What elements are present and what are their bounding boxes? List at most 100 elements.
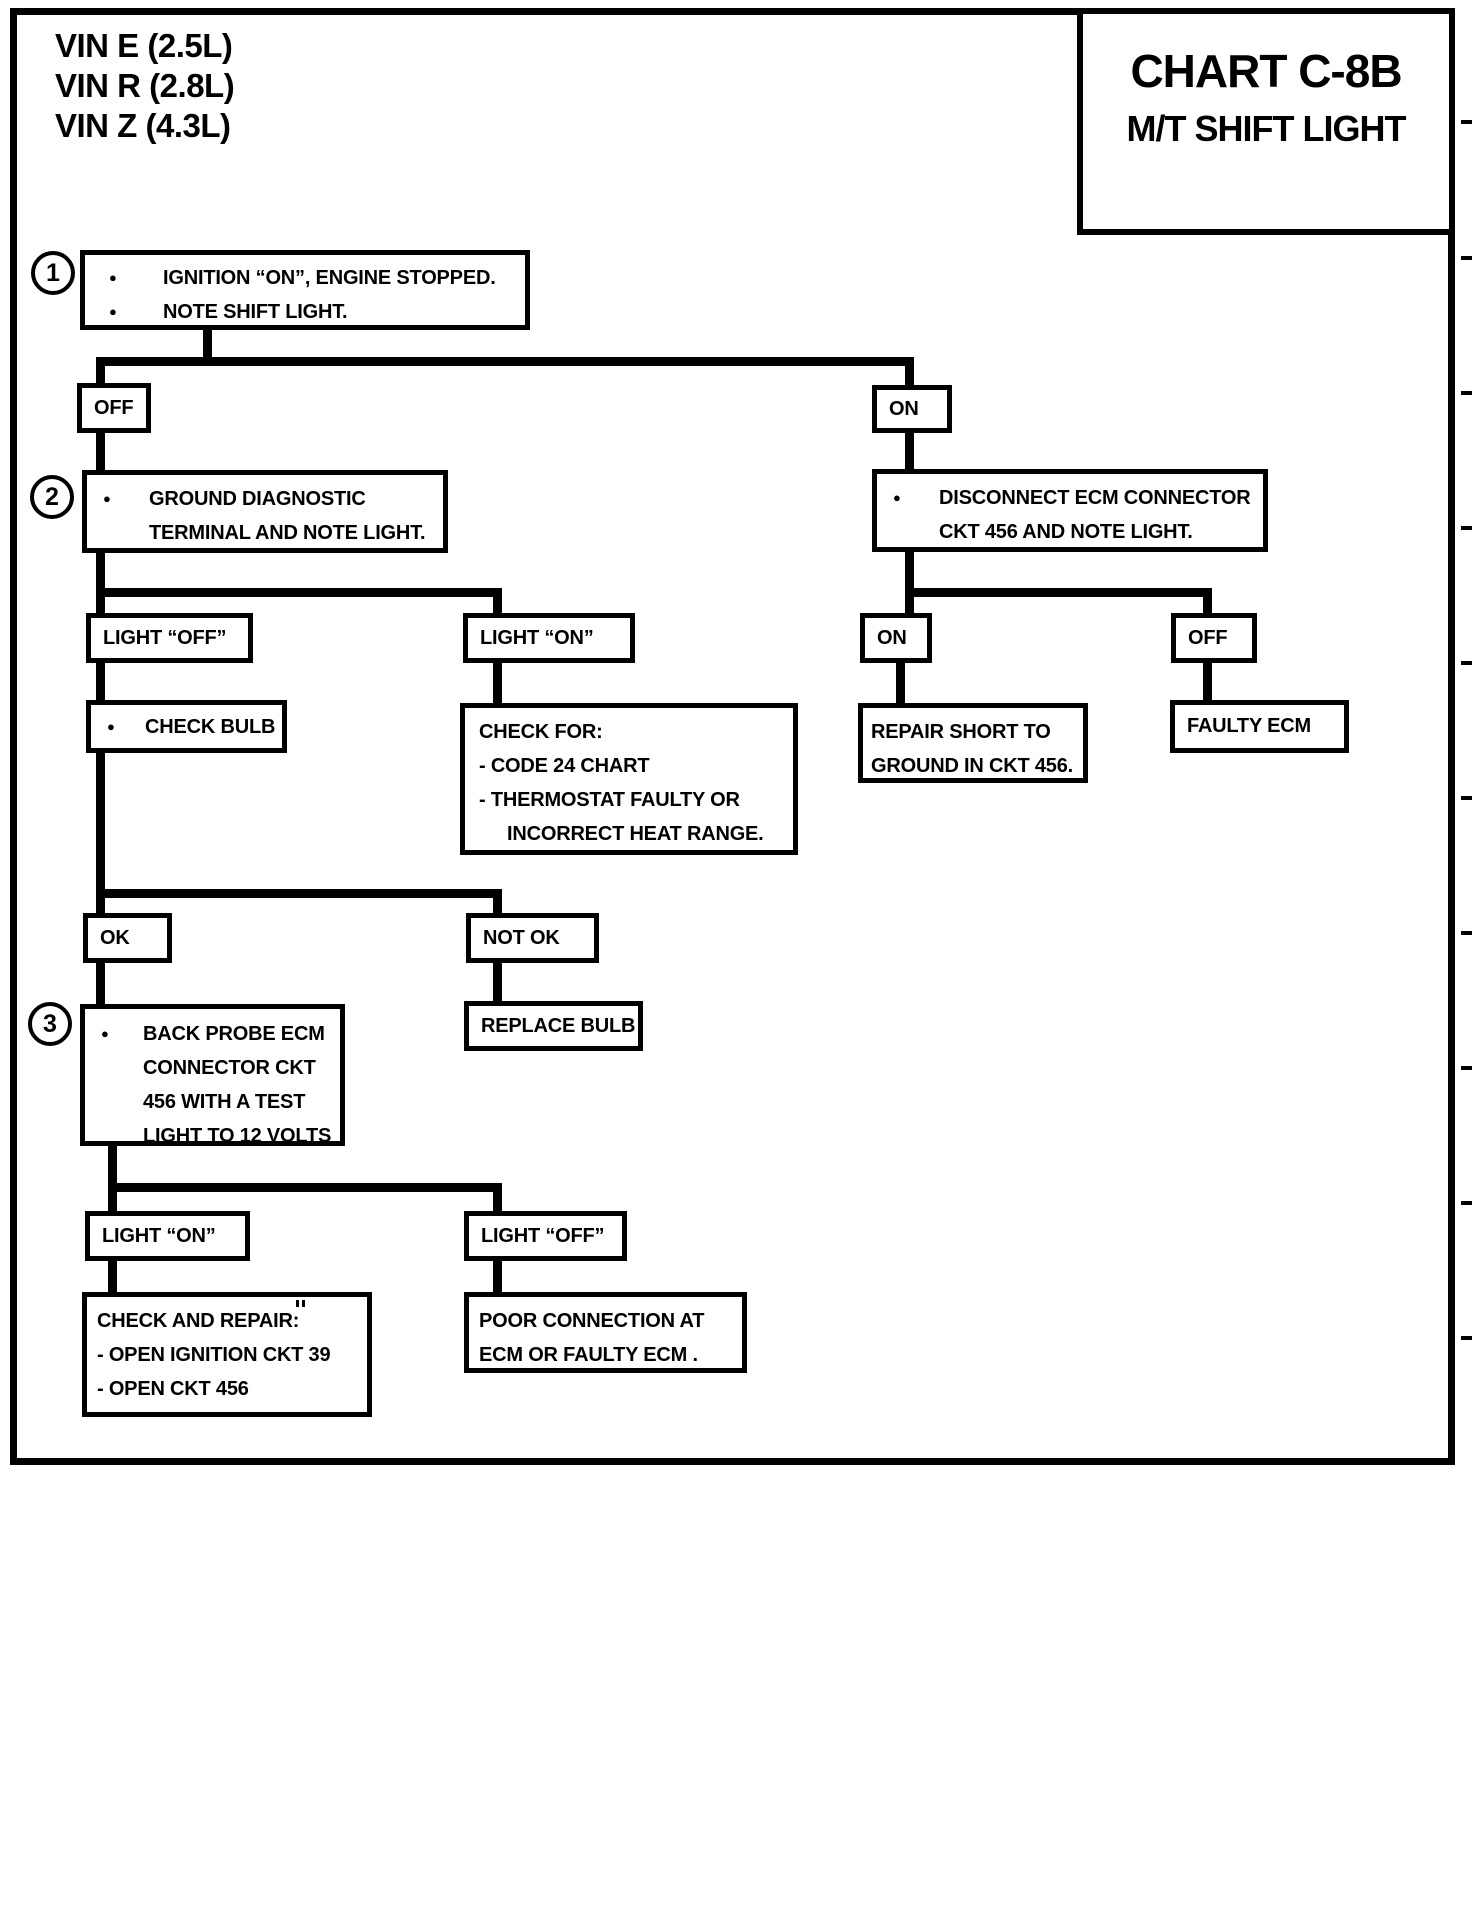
flow-node-ground-diagnostic: ● GROUND DIAGNOSTIC TERMINAL AND NOTE LIG… [82,470,448,553]
node-text: CHECK FOR: [479,721,603,743]
page-subtitle: M/T SHIFT LIGHT [1126,108,1407,149]
node-text: 456 WITH A TEST [143,1091,306,1113]
node-text: IGNITION “ON”, ENGINE STOPPED. [163,267,496,289]
node-text: TERMINAL AND NOTE LIGHT. [149,522,426,544]
node-text: CHECK BULB [145,716,276,738]
flow-connector [108,1259,117,1294]
page-title: CHART C-8B [1130,45,1402,97]
bullet-icon: ● [109,304,117,319]
step-number: 2 [45,482,59,511]
flow-connector [493,1259,502,1294]
node-text: INCORRECT HEAT RANGE. [507,823,764,845]
flow-node-ok: OK [83,913,172,963]
flow-connector [493,889,502,915]
flow-connector [905,588,1212,597]
vin-line: VIN E (2.5L) [55,27,233,64]
flow-node-ecm-on: ON [860,613,932,663]
flow-connector [108,1183,502,1192]
vin-line: VIN R (2.8L) [55,67,235,104]
scan-tick-mark [1461,120,1472,124]
flow-node-faulty-ecm: FAULTY ECM [1170,700,1349,753]
scan-tick-mark [1461,796,1472,800]
node-text: BACK PROBE ECM [143,1023,325,1045]
flow-connector [108,1144,117,1213]
node-text: REPAIR SHORT TO [871,721,1051,743]
node-text: LIGHT “OFF” [481,1224,605,1247]
bullet-icon: ● [107,719,115,734]
node-text: REPLACE BULB [481,1014,636,1037]
node-text: OFF [1188,626,1228,649]
node-text: - THERMOSTAT FAULTY OR [479,789,740,811]
flow-connector [96,961,105,1006]
step-number: 1 [46,258,60,287]
node-text: GROUND IN CKT 456. [871,755,1073,777]
flow-connector [905,550,914,615]
flow-node-disconnect-ecm: ● DISCONNECT ECM CONNECTOR CKT 456 AND NO… [872,469,1268,552]
node-text: LIGHT “ON” [102,1224,216,1247]
flow-connector [96,551,105,615]
vin-line: VIN Z (4.3L) [55,107,231,144]
node-text: NOTE SHIFT LIGHT. [163,301,348,323]
node-text: - CODE 24 CHART [479,755,650,777]
bullet-icon: ● [893,490,901,505]
flow-node-check-for: CHECK FOR: - CODE 24 CHART - THERMOSTAT … [460,703,798,855]
flow-node-back-probe: ●BACK PROBE ECM CONNECTOR CKT 456 WITH A… [80,1004,345,1147]
node-text: LIGHT “ON” [480,626,594,649]
node-text: OK [100,926,130,949]
node-text: FAULTY ECM [1187,715,1311,737]
node-text: OFF [94,396,134,419]
flow-connector [96,661,105,702]
flow-connector [896,661,905,705]
flow-connector [493,661,502,705]
flow-node-not-ok: NOT OK [466,913,599,963]
flow-connector [96,889,502,898]
node-text: ON [889,397,919,420]
scan-tick-mark [1461,931,1472,935]
flow-connector [493,1183,502,1213]
bullet-icon: ● [103,491,111,506]
flow-connector [96,431,105,472]
flow-node-light-on-2: LIGHT “ON” [85,1211,250,1261]
node-text: GROUND DIAGNOSTIC [149,488,366,510]
chart-title-box: CHART C-8B M/T SHIFT LIGHT [1077,8,1455,235]
flow-node-shift-light-on: ON [872,385,952,433]
flow-node-check-bulb: ● CHECK BULB [86,700,287,753]
flow-connector [1203,588,1212,615]
scan-tick-mark [1461,1201,1472,1205]
node-text: LIGHT “OFF” [103,626,227,649]
flow-connector [493,588,502,615]
step-number: 3 [43,1009,57,1038]
flow-node-repair-short: REPAIR SHORT TO GROUND IN CKT 456. [858,703,1088,783]
flow-node-replace-bulb: REPLACE BULB [464,1001,643,1051]
node-text: ECM OR FAULTY ECM . [479,1344,698,1366]
flow-connector [1203,661,1212,702]
flow-node-light-on-1: LIGHT “ON” [463,613,635,663]
flow-connector [96,357,105,385]
node-text: DISCONNECT ECM CONNECTOR [939,487,1251,509]
node-text: NOT OK [483,926,560,949]
flow-connector [96,751,105,915]
node-text: CHECK AND REPAIR: [97,1310,300,1332]
node-text: CKT 456 AND NOTE LIGHT. [939,521,1193,543]
step-marker-1: 1 [31,251,75,295]
node-text: ON [877,626,907,649]
bullet-icon: ● [101,1026,109,1041]
scan-speck [296,1300,299,1307]
node-text: POOR CONNECTION AT [479,1310,705,1332]
flow-node-light-off-1: LIGHT “OFF” [86,613,253,663]
scan-tick-mark [1461,526,1472,530]
flow-connector [96,357,914,366]
flow-connector [96,588,502,597]
scan-tick-mark [1461,391,1472,395]
flow-connector [203,328,212,362]
flow-node-poor-connection: POOR CONNECTION AT ECM OR FAULTY ECM . [464,1292,747,1373]
scan-tick-mark [1461,661,1472,665]
step-marker-2: 2 [30,475,74,519]
flow-connector [905,430,914,471]
node-text: - OPEN CKT 456 [97,1378,249,1400]
step-marker-3: 3 [28,1002,72,1046]
bullet-icon: ● [109,270,117,285]
scan-speck [302,1300,305,1307]
flow-node-shift-light-off: OFF [77,383,151,433]
